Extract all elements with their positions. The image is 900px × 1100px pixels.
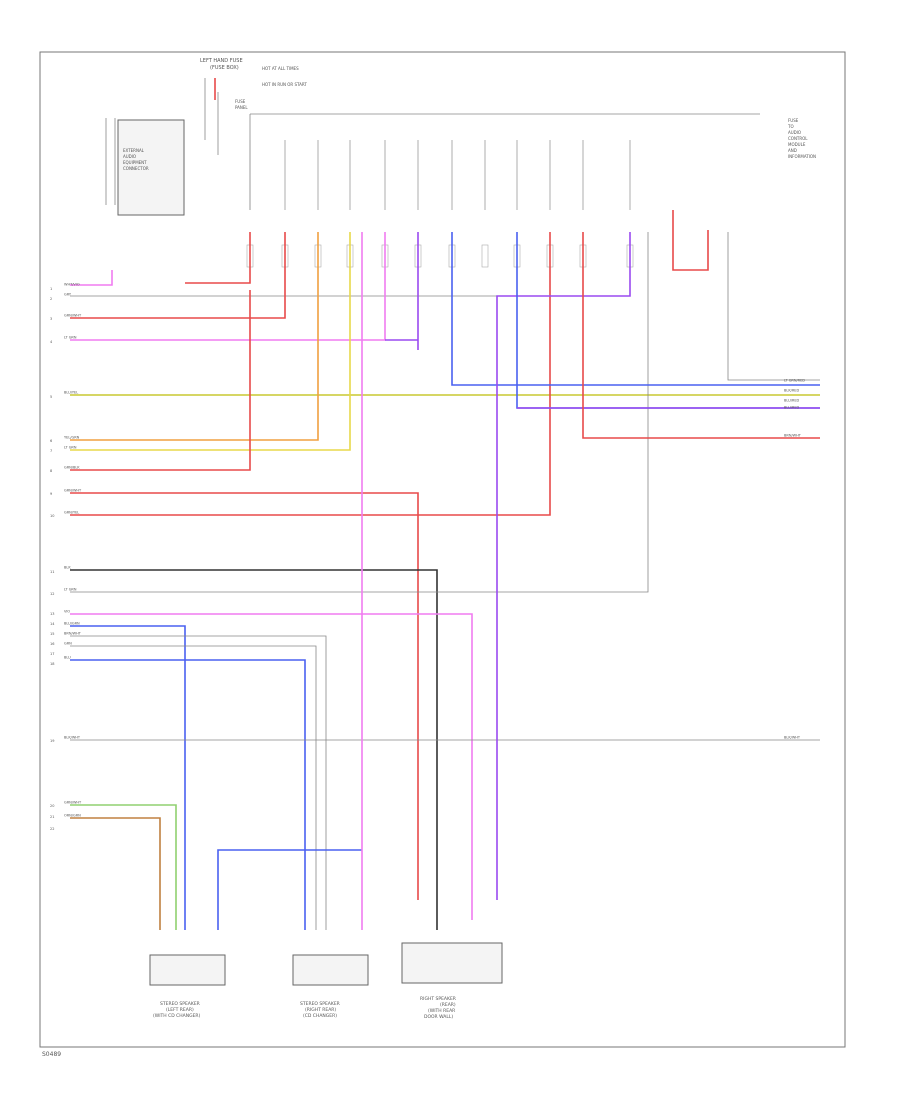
left-pin-number: 6	[50, 439, 52, 443]
left-rear-speaker	[149, 954, 226, 986]
left-wire-label: GRN	[64, 642, 72, 646]
svg-text:HOT IN RUN OR START: HOT IN RUN OR START	[262, 82, 307, 87]
svg-text:CONNECTOR: CONNECTOR	[123, 166, 149, 171]
fuse-panel-label: FUSE PANEL	[235, 99, 248, 110]
fuse-box-title: LEFT HAND FUSE (FUSE BOX) HOT AT ALL TIM…	[200, 58, 307, 87]
svg-text:FUSE: FUSE	[788, 118, 799, 123]
svg-text:EXTERNAL: EXTERNAL	[123, 148, 145, 153]
svg-text:(CD CHANGER): (CD CHANGER)	[303, 1013, 337, 1019]
svg-text:CONTROL: CONTROL	[788, 136, 808, 141]
left-wire-label: GRN/WHT	[64, 489, 82, 493]
left-wire-label: LT GRN	[64, 446, 77, 450]
wire-harness	[70, 210, 820, 930]
left-wire-label: BLK	[64, 566, 71, 570]
left-wire-label: YEL/GRN	[64, 436, 80, 440]
svg-text:MODULE: MODULE	[788, 142, 806, 147]
svg-text:PANEL: PANEL	[235, 105, 248, 110]
left-wire-label: GRN/WHT	[64, 801, 82, 805]
left-wire-label: VIO	[64, 610, 70, 614]
external-audio-connector	[117, 119, 185, 216]
bottom-labels: STEREO SPEAKER (LEFT REAR) (WITH CD CHAN…	[153, 996, 456, 1020]
svg-text:STEREO SPEAKER: STEREO SPEAKER	[300, 1001, 340, 1007]
left-wire-label: ORN/GRN	[64, 814, 81, 818]
left-pin-number: 22	[50, 827, 54, 831]
right-wire-label: BLU/RED	[784, 399, 800, 403]
right-wire-label: BRN/WHT	[784, 434, 802, 438]
left-pin-number: 9	[50, 492, 52, 496]
svg-text:(FUSE BOX): (FUSE BOX)	[210, 65, 239, 71]
right-note: FUSE TO AUDIO CONTROL MODULE AND INFORMA…	[787, 118, 816, 159]
connector-pin	[481, 244, 489, 268]
svg-text:(REAR): (REAR)	[440, 1002, 456, 1008]
right-wire-label: LT GRN/RED	[784, 379, 805, 383]
svg-text:(RIGHT REAR): (RIGHT REAR)	[305, 1007, 336, 1013]
left-wire-label: LT GRN	[64, 588, 77, 592]
left-wire-label: GRN/WHT	[64, 314, 82, 318]
left-pin-number: 20	[50, 804, 54, 808]
svg-text:RIGHT SPEAKER: RIGHT SPEAKER	[420, 996, 456, 1002]
svg-text:AUDIO: AUDIO	[788, 130, 801, 135]
left-pin-number: 10	[50, 514, 54, 518]
left-pin-number: 17	[50, 652, 54, 656]
left-pin-number: 16	[50, 642, 54, 646]
right-rear-speaker	[292, 954, 369, 986]
left-wire-labels: WHT/VIO GRY GRN/WHT LT GRN BLU/YEL YEL/GRN LT …	[64, 283, 82, 818]
external-audio-label: EXTERNAL AUDIO EQUIPMENT CONNECTOR	[123, 148, 149, 171]
left-wire-label: GRN/YEL	[64, 511, 79, 515]
fuse-columns	[246, 140, 634, 268]
left-pin-number: 1	[50, 287, 52, 291]
svg-text:FUSE: FUSE	[235, 99, 246, 104]
left-wire-label: GRN/BLK	[64, 466, 80, 470]
right-wire-label: BLU/RED	[784, 406, 800, 410]
left-pin-number: 8	[50, 469, 52, 473]
left-pin-number: 12	[50, 592, 54, 596]
svg-text:(WITH REAR: (WITH REAR	[428, 1008, 455, 1014]
left-wire-label: BLU/YEL	[64, 391, 78, 395]
svg-text:STEREO SPEAKER: STEREO SPEAKER	[160, 1001, 200, 1007]
right-speaker-rear-door	[401, 942, 503, 984]
left-wire-label: BRN/WHT	[64, 632, 82, 636]
diagram-border	[39, 51, 846, 1048]
fuse-panel-bracket	[249, 113, 760, 210]
svg-text:(LEFT REAR): (LEFT REAR)	[166, 1007, 194, 1013]
svg-text:(WITH CD CHANGER): (WITH CD CHANGER)	[153, 1013, 201, 1019]
svg-text:AUDIO: AUDIO	[123, 154, 136, 159]
left-wire-label: BLK/WHT	[64, 736, 81, 740]
svg-text:INFORMATION: INFORMATION	[788, 154, 816, 159]
left-wire-label: WHT/VIO	[64, 283, 80, 287]
left-pin-number: 15	[50, 632, 54, 636]
left-pin-number: 18	[50, 662, 54, 666]
right-wire-label: BLK/WHT	[784, 736, 801, 740]
svg-text:TO: TO	[787, 124, 794, 129]
left-wire-label: BLU	[64, 656, 71, 660]
svg-text:AND: AND	[788, 148, 797, 153]
left-pin-number: 21	[50, 815, 54, 819]
left-pin-number: 2	[50, 297, 52, 301]
left-pin-number: 5	[50, 395, 52, 399]
svg-text:LEFT HAND FUSE: LEFT HAND FUSE	[200, 58, 243, 64]
right-wire-labels: LT GRN/RED BLK/RED BLU/RED BLU/RED BRN/WHT BL…	[784, 379, 805, 740]
left-pin-number: 4	[50, 340, 53, 344]
footer-code: S0489	[42, 1051, 61, 1058]
left-wire-label: LT GRN	[64, 336, 77, 340]
svg-text:EQUIPMENT: EQUIPMENT	[123, 160, 147, 165]
left-pin-number: 11	[50, 570, 54, 574]
svg-text:HOT AT ALL TIMES: HOT AT ALL TIMES	[262, 66, 299, 71]
left-pin-number: 7	[50, 449, 52, 453]
left-pin-number: 14	[50, 622, 55, 626]
right-wire-label: BLK/RED	[784, 389, 799, 393]
left-wire-label: GRY	[64, 293, 72, 297]
left-pin-number: 13	[50, 612, 54, 616]
svg-text:DOOR WALL): DOOR WALL)	[424, 1014, 453, 1020]
left-pin-number: 3	[50, 317, 52, 321]
left-pin-number: 19	[50, 739, 54, 743]
left-wire-label: BLU/GRN	[64, 622, 80, 626]
